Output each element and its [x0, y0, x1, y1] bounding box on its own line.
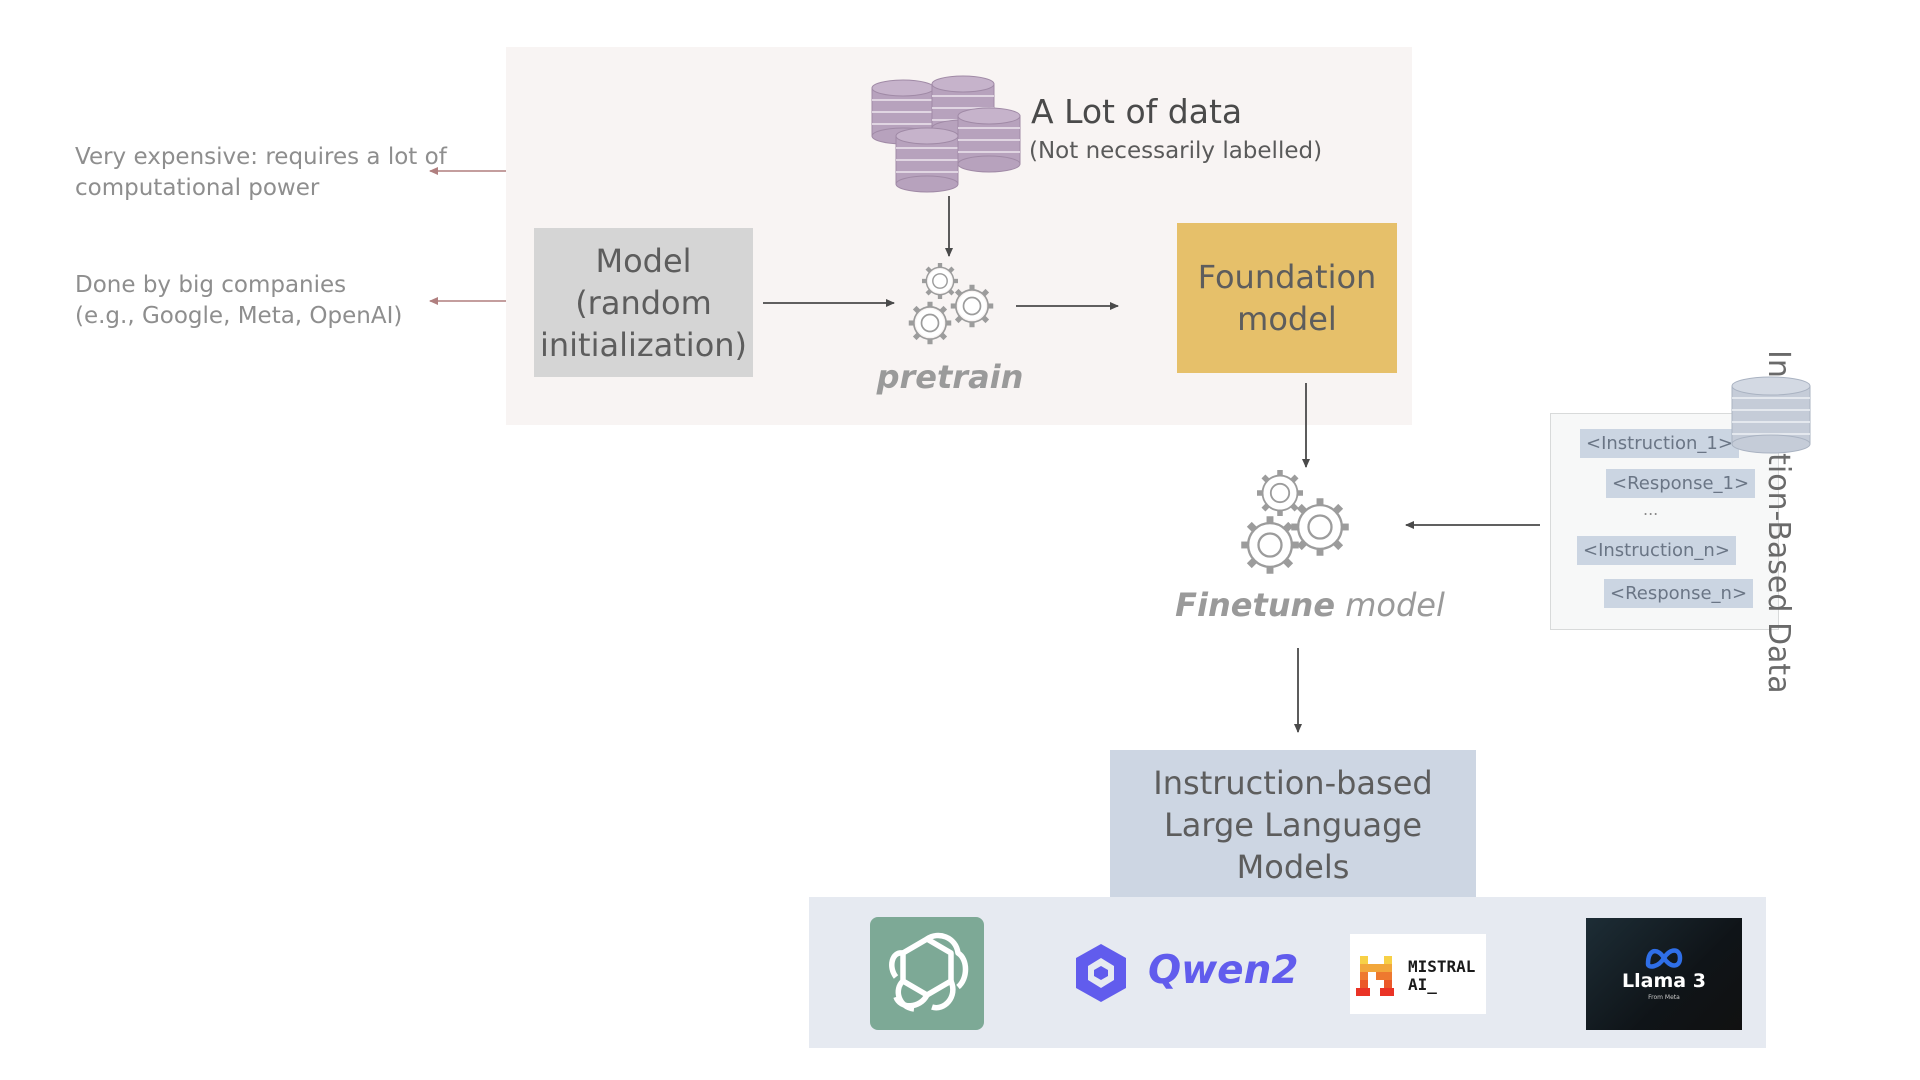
- meta-infinity-icon: [1645, 948, 1683, 969]
- model-box-line-1: Model: [595, 241, 692, 280]
- finetune-gears-icon: [1241, 470, 1349, 574]
- companies-note-line-1: Done by big companies: [75, 272, 347, 298]
- qwen-mark-icon: [1076, 944, 1126, 1002]
- instruction-database-icon: [1731, 376, 1811, 454]
- instruction-n-chip: <Instruction_n>: [1577, 536, 1736, 565]
- companies-note: Done by big companies (e.g., Google, Met…: [75, 270, 402, 332]
- foundation-box-line-2: model: [1237, 300, 1337, 338]
- pretrain-database-icon: [871, 75, 1021, 193]
- model-box-line-2: (random: [575, 283, 712, 322]
- finetune-label: Finetune model: [1175, 586, 1445, 624]
- foundation-model-box: Foundation model: [1177, 223, 1397, 373]
- response-1-chip: <Response_1>: [1606, 469, 1756, 498]
- qwen-wordmark: Qwen2: [1148, 948, 1299, 993]
- instruction-data-card: <Instruction_1> <Response_1> ... <Instru…: [1550, 413, 1779, 630]
- response-n-chip: <Response_n>: [1604, 579, 1754, 608]
- cost-note: Very expensive: requires a lot of comput…: [75, 142, 447, 204]
- llm-box-line-1: Instruction-based: [1153, 764, 1433, 802]
- llama-subtitle: From Meta: [1648, 994, 1680, 1001]
- instruction-llm-box: Instruction-based Large Language Models: [1110, 750, 1476, 900]
- data-subtitle: (Not necessarily labelled): [1029, 138, 1323, 164]
- qwen-logo: Qwen2: [1066, 942, 1326, 1004]
- chatgpt-logo-icon: [870, 917, 984, 1030]
- mistral-mark-icon: [1356, 956, 1394, 996]
- llama-title: Llama 3: [1622, 970, 1706, 992]
- pretrain-gears-icon: [909, 263, 994, 344]
- mistral-wordmark: MISTRAL AI_: [1408, 958, 1475, 994]
- companies-note-line-2: (e.g., Google, Meta, OpenAI): [75, 303, 403, 329]
- mistral-word-1: MISTRAL: [1408, 957, 1476, 976]
- random-model-box: Model (random initialization): [534, 228, 753, 377]
- mistral-word-2: AI_: [1408, 975, 1437, 994]
- cost-note-line-2: computational power: [75, 175, 320, 201]
- model-box-line-3: initialization): [539, 325, 748, 364]
- llama-logo: Llama 3 From Meta: [1586, 918, 1742, 1030]
- instruction-1-chip: <Instruction_1>: [1580, 429, 1739, 458]
- ellipsis: ...: [1643, 500, 1659, 519]
- finetune-label-rest: model: [1335, 586, 1445, 624]
- finetune-label-bold: Finetune: [1175, 586, 1336, 624]
- llm-box-line-2: Large Language: [1163, 806, 1423, 844]
- pretrain-label: pretrain: [876, 358, 1024, 396]
- mistral-logo: MISTRAL AI_: [1350, 934, 1486, 1014]
- foundation-box-line-1: Foundation: [1197, 258, 1377, 296]
- llm-box-line-3: Models: [1236, 848, 1350, 886]
- cost-note-line-1: Very expensive: requires a lot of: [75, 144, 447, 170]
- data-title: A Lot of data: [1031, 92, 1243, 131]
